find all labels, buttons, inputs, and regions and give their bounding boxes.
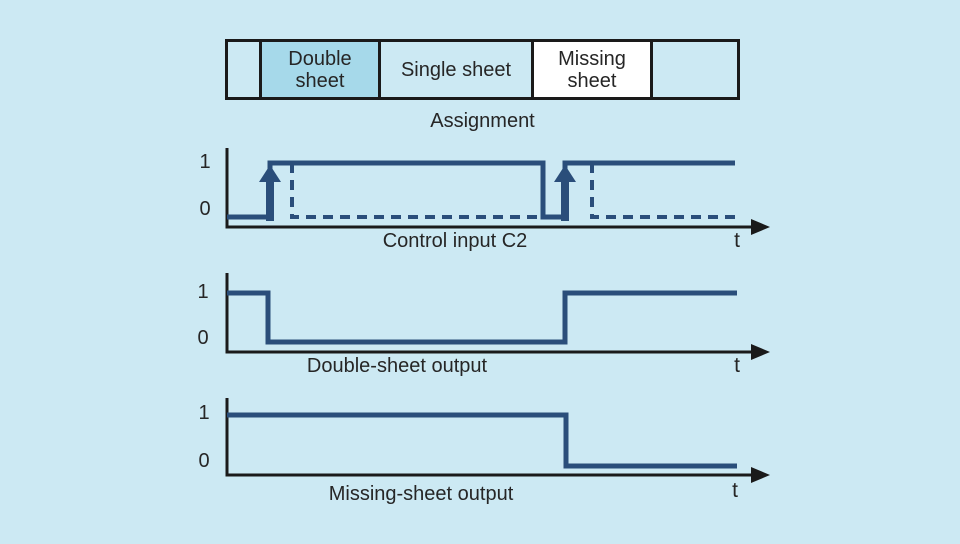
double-sheet-output-waveform [225,273,770,360]
time-axis-label: t [734,229,740,252]
level-1-label: 1 [197,281,209,303]
time-axis-label: t [734,354,740,377]
level-0-label: 0 [198,450,210,472]
level-1-label: 1 [198,402,210,424]
assignment-cell-empty-left [228,42,259,97]
assignment-cell-single-sheet: Single sheet [378,42,531,97]
time-axis-label: t [732,479,738,502]
control-input-c2-waveform [225,148,770,235]
assignment-cell-double-sheet: Double sheet [259,42,378,97]
level-0-label: 0 [197,327,209,349]
assignment-table: Double sheet Single sheet Missing sheet [225,39,740,100]
control-input-c2-caption: Control input C2 [382,230,528,252]
double-sheet-output-caption: Double-sheet output [306,355,488,377]
assignment-caption: Assignment [430,110,535,132]
assignment-cell-missing-sheet: Missing sheet [531,42,650,97]
missing-sheet-output-caption: Missing-sheet output [328,483,514,505]
level-1-label: 1 [199,151,211,173]
assignment-cell-empty-right [650,42,737,97]
missing-sheet-output-waveform [225,398,770,483]
level-0-label: 0 [199,198,211,220]
